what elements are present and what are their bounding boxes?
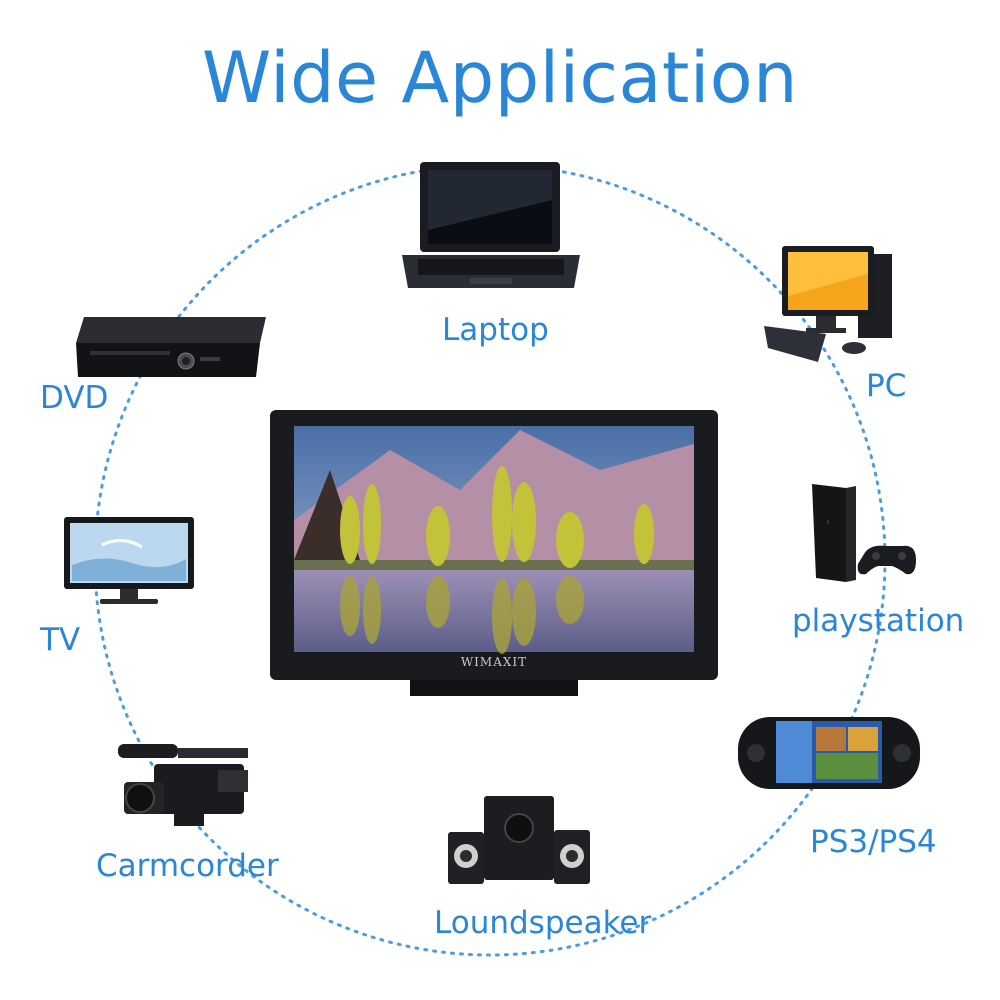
speaker-image <box>448 796 590 884</box>
tv-image <box>64 517 194 604</box>
dvd-label: DVD <box>40 380 109 416</box>
page-title: Wide Application <box>202 37 798 119</box>
pc-image <box>764 246 892 362</box>
speaker-label: Loundspeaker <box>434 905 652 941</box>
pc-label: PC <box>866 368 907 404</box>
playstation-image <box>812 484 916 582</box>
tv-label: TV <box>40 622 81 658</box>
monitor-brand: WIMAXIT <box>460 655 528 669</box>
dvd-player-image <box>76 317 266 377</box>
camcorder-label: Carmcorder <box>96 848 279 884</box>
laptop-image <box>402 162 580 288</box>
camcorder-image <box>118 744 248 826</box>
laptop-label: Laptop <box>442 312 549 348</box>
playstation-label: playstation <box>792 603 965 639</box>
psp-label: PS3/PS4 <box>810 824 937 860</box>
psp-image <box>738 717 920 789</box>
monitor-image <box>270 410 718 696</box>
